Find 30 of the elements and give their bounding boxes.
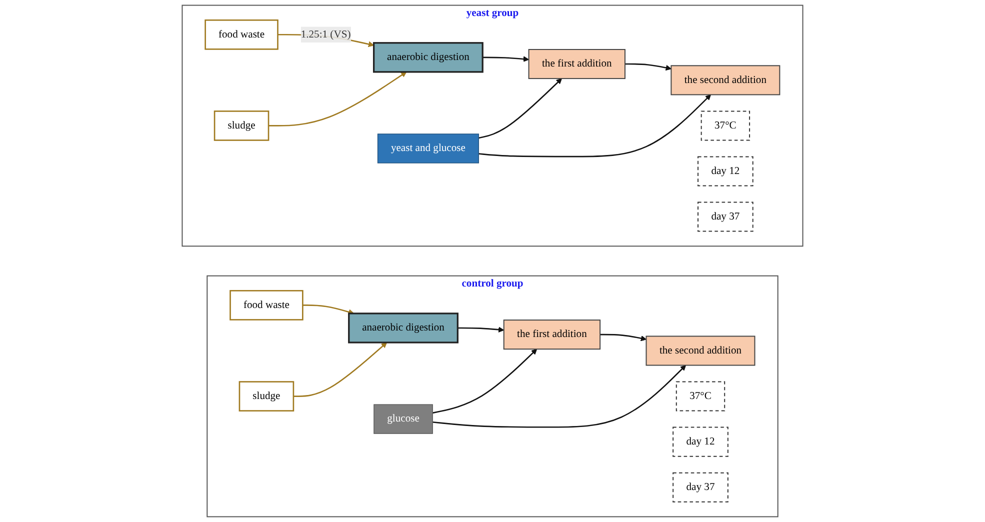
node-box: day 37 [698, 202, 754, 232]
arrow [478, 94, 711, 158]
node-box: 37°C [676, 381, 726, 412]
node-box: the second addition [670, 65, 780, 96]
edge-label: 1.25:1 (VS) [300, 28, 351, 40]
arrow [432, 348, 538, 414]
node-box: anaerobic digestion [372, 42, 484, 73]
node-box: glucose [374, 404, 433, 434]
node-box: 37°C [700, 110, 750, 141]
node-box: the first addition [528, 49, 626, 80]
node-box: yeast and glucose [377, 134, 479, 164]
arrow [458, 326, 504, 333]
node-box: day 12 [672, 426, 728, 457]
arrow [482, 56, 530, 62]
node-box: day 37 [672, 472, 728, 502]
arrow [432, 365, 686, 428]
arrow [302, 304, 354, 315]
node-box: sludge [214, 110, 270, 141]
arrow [600, 334, 646, 342]
node-box: the first addition [503, 320, 601, 350]
arrow [624, 63, 672, 71]
node-box: day 12 [698, 156, 754, 186]
node-box: the second addition [646, 336, 756, 366]
node-box: anaerobic digestion [348, 312, 458, 344]
arrow [268, 72, 407, 126]
node-box: food waste [204, 19, 278, 50]
arrow [293, 342, 388, 397]
node-box: sludge [238, 381, 294, 412]
node-box: food waste [230, 290, 304, 320]
arrow [478, 78, 562, 139]
